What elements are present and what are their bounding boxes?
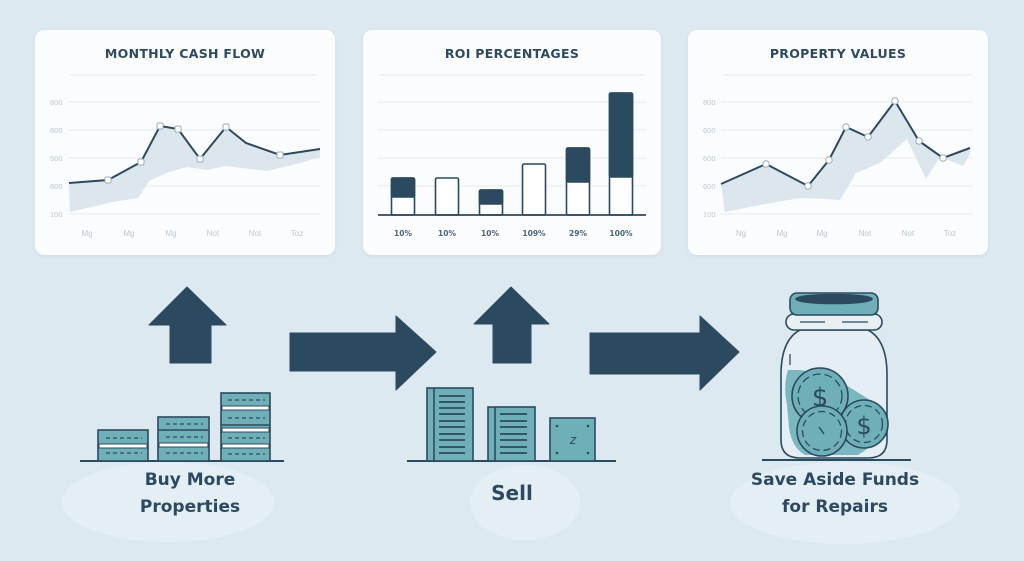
- svg-text:Ng: Ng: [736, 229, 746, 238]
- svg-text:800: 800: [703, 98, 716, 107]
- arrow-right-icon: [289, 315, 437, 391]
- chart-card-property-values: PROPERTY VALUES: [688, 30, 988, 255]
- svg-text:109%: 109%: [522, 229, 546, 238]
- step-label-sell: Sell: [491, 481, 533, 505]
- svg-text:Not: Not: [249, 229, 262, 238]
- arrow-up-icon: [148, 286, 227, 364]
- arrow-right-icon: [589, 315, 740, 391]
- svg-text:Toz: Toz: [291, 229, 303, 238]
- svg-text:600: 600: [703, 182, 716, 191]
- svg-text:10%: 10%: [438, 229, 456, 238]
- chart-title: PROPERTY VALUES: [769, 46, 907, 61]
- step-label-save-aside-funds: Save Aside Funds for Repairs: [750, 470, 920, 517]
- line-chart-cash-flow: 800 600 500 600 100 Mg Mg Mg Not Not Toz: [50, 74, 321, 238]
- svg-text:Not: Not: [902, 229, 915, 238]
- arrow-up-icon: [473, 286, 550, 364]
- svg-text:$: $: [856, 412, 871, 440]
- step-label-buy-more-properties: Buy More Properties: [139, 470, 241, 517]
- chart-title: MONTHLY CASH FLOW: [104, 46, 266, 61]
- svg-text:Mg: Mg: [123, 229, 134, 238]
- line-chart-property-values: 800 600 600 600 100 Ng Mg Mg Not Not Toz: [703, 74, 973, 238]
- svg-text:100: 100: [703, 210, 716, 219]
- svg-text:500: 500: [50, 154, 63, 163]
- svg-text:600: 600: [50, 182, 63, 191]
- stacked-buildings-icon: [80, 392, 284, 462]
- svg-text:600: 600: [703, 154, 716, 163]
- label-glow: [730, 462, 960, 544]
- svg-text:Mg: Mg: [816, 229, 827, 238]
- coin-jar-icon: $ $: [762, 292, 911, 461]
- svg-text:z: z: [569, 433, 577, 447]
- svg-text:Mg: Mg: [81, 229, 92, 238]
- x-axis-ticks: Ng Mg Mg Not Not Toz: [736, 229, 956, 238]
- svg-text:10%: 10%: [394, 229, 412, 238]
- x-axis-ticks: Mg Mg Mg Not Not Toz: [81, 229, 303, 238]
- svg-text:10%: 10%: [481, 229, 499, 238]
- svg-text:29%: 29%: [569, 229, 587, 238]
- bar-chart-roi: 10% 10% 10% 109% 29% 100%: [378, 74, 646, 238]
- buildings-icon: z: [407, 387, 616, 462]
- y-axis-ticks: 800 600 500 600 100: [50, 98, 63, 219]
- svg-text:600: 600: [703, 126, 716, 135]
- label-glow: [470, 465, 580, 540]
- x-axis-ticks: 10% 10% 10% 109% 29% 100%: [394, 229, 633, 238]
- svg-text:100%: 100%: [609, 229, 633, 238]
- svg-text:Mg: Mg: [165, 229, 176, 238]
- y-axis-ticks: 800 600 600 600 100: [703, 98, 716, 219]
- svg-text:Mg: Mg: [776, 229, 787, 238]
- svg-text:800: 800: [50, 98, 63, 107]
- svg-text:100: 100: [50, 210, 63, 219]
- svg-text:600: 600: [50, 126, 63, 135]
- svg-text:Not: Not: [207, 229, 220, 238]
- label-glow: [62, 462, 274, 542]
- chart-title: ROI PERCENTAGES: [444, 46, 580, 61]
- svg-text:Not: Not: [859, 229, 872, 238]
- svg-text:Toz: Toz: [944, 229, 956, 238]
